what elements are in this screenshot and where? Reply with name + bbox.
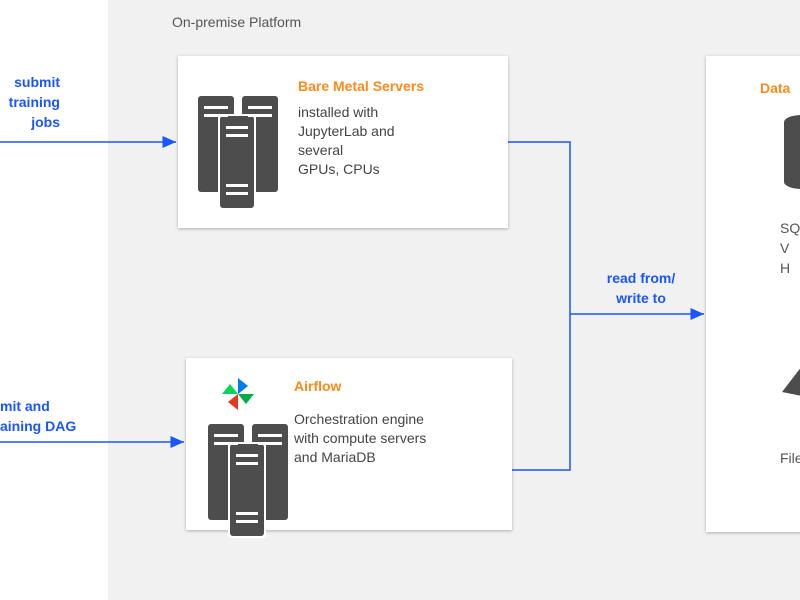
server-stack-icon (208, 424, 288, 538)
airflow-pinwheel-icon (222, 378, 254, 410)
line-bare-metal-to-bus (508, 141, 571, 471)
platform-title: On-premise Platform (172, 14, 302, 30)
data-card[interactable] (706, 56, 800, 532)
database-label: SQ V H (780, 220, 800, 276)
read-write-label: read from/ write to (606, 270, 676, 306)
airflow-title: Airflow (294, 378, 342, 394)
bare-metal-card[interactable]: Bare Metal Servers installed with Jupyte… (178, 56, 508, 228)
submit-dag-label: mit and aining DAG (0, 398, 77, 434)
folder-share-icon (782, 368, 800, 396)
airflow-description: Orchestration engine with compute server… (294, 411, 427, 465)
server-stack-icon (198, 96, 278, 210)
database-icon (784, 115, 800, 189)
submit-training-label: submit training jobs (8, 74, 60, 130)
data-title: Data (760, 80, 791, 96)
airflow-card[interactable]: Airflow Orchestration engine with comput… (186, 358, 512, 538)
bare-metal-description: installed with JupyterLab and several GP… (298, 104, 395, 177)
file-storage-label: File (780, 450, 800, 466)
bare-metal-title: Bare Metal Servers (298, 78, 425, 94)
